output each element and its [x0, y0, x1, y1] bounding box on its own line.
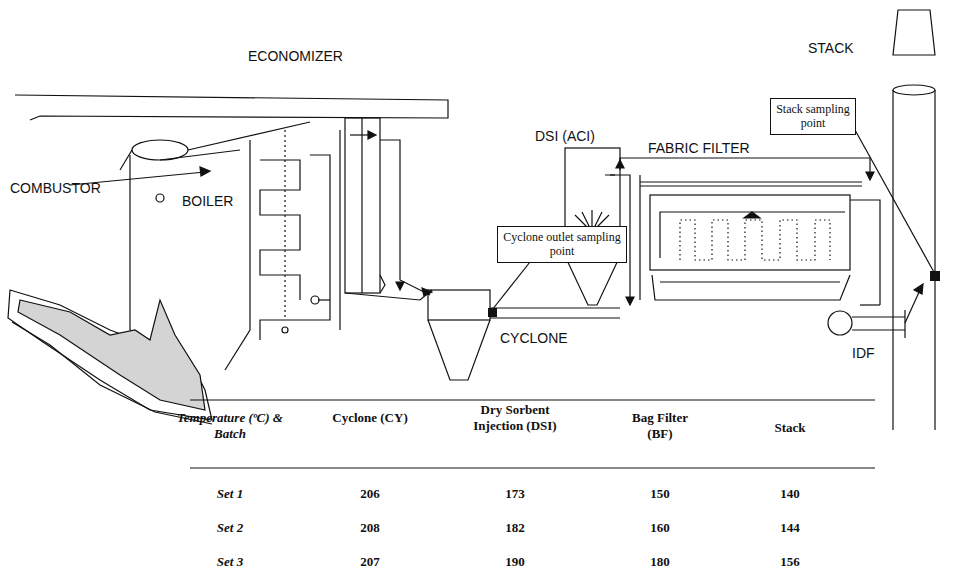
table-cell: 208 — [330, 520, 410, 536]
table-cell: Set 3 — [170, 554, 290, 570]
table-header: Bag Filter (BF) — [620, 410, 700, 443]
table-cell: 160 — [620, 520, 700, 536]
equipment-label: BOILER — [182, 193, 233, 209]
table-cell: 150 — [620, 486, 700, 502]
callout-box: Cyclone outlet sampling point — [497, 226, 627, 263]
table-cell: Set 1 — [170, 486, 290, 502]
equipment-label: IDF — [852, 345, 875, 361]
equipment-label: COMBUSTOR — [10, 180, 101, 196]
table-cell: 182 — [465, 520, 565, 536]
equipment-label: CYCLONE — [500, 330, 568, 346]
table-header: Dry Sorbent Injection (DSI) — [465, 402, 565, 435]
table-cell: 156 — [755, 554, 825, 570]
stack-label: STACK — [808, 40, 854, 56]
table-cell: 180 — [620, 554, 700, 570]
table-cell: 173 — [465, 486, 565, 502]
table-cell: 140 — [755, 486, 825, 502]
table-cell: 190 — [465, 554, 565, 570]
table-header: Temperature (ºC) & Batch — [170, 410, 290, 443]
callout-text: Cyclone outlet sampling point — [503, 230, 621, 259]
table-cell: 207 — [330, 554, 410, 570]
table-cell: 144 — [755, 520, 825, 536]
callout-text: Stack sampling point — [776, 102, 850, 131]
equipment-label: DSI (ACI) — [535, 128, 595, 144]
table-header: Stack — [755, 420, 825, 436]
table-header: Cyclone (CY) — [330, 410, 410, 426]
table-cell: 206 — [330, 486, 410, 502]
equipment-label: FABRIC FILTER — [648, 140, 750, 156]
table-cell: Set 2 — [170, 520, 290, 536]
equipment-label: ECONOMIZER — [248, 48, 343, 64]
callout-box: Stack sampling point — [770, 98, 856, 135]
